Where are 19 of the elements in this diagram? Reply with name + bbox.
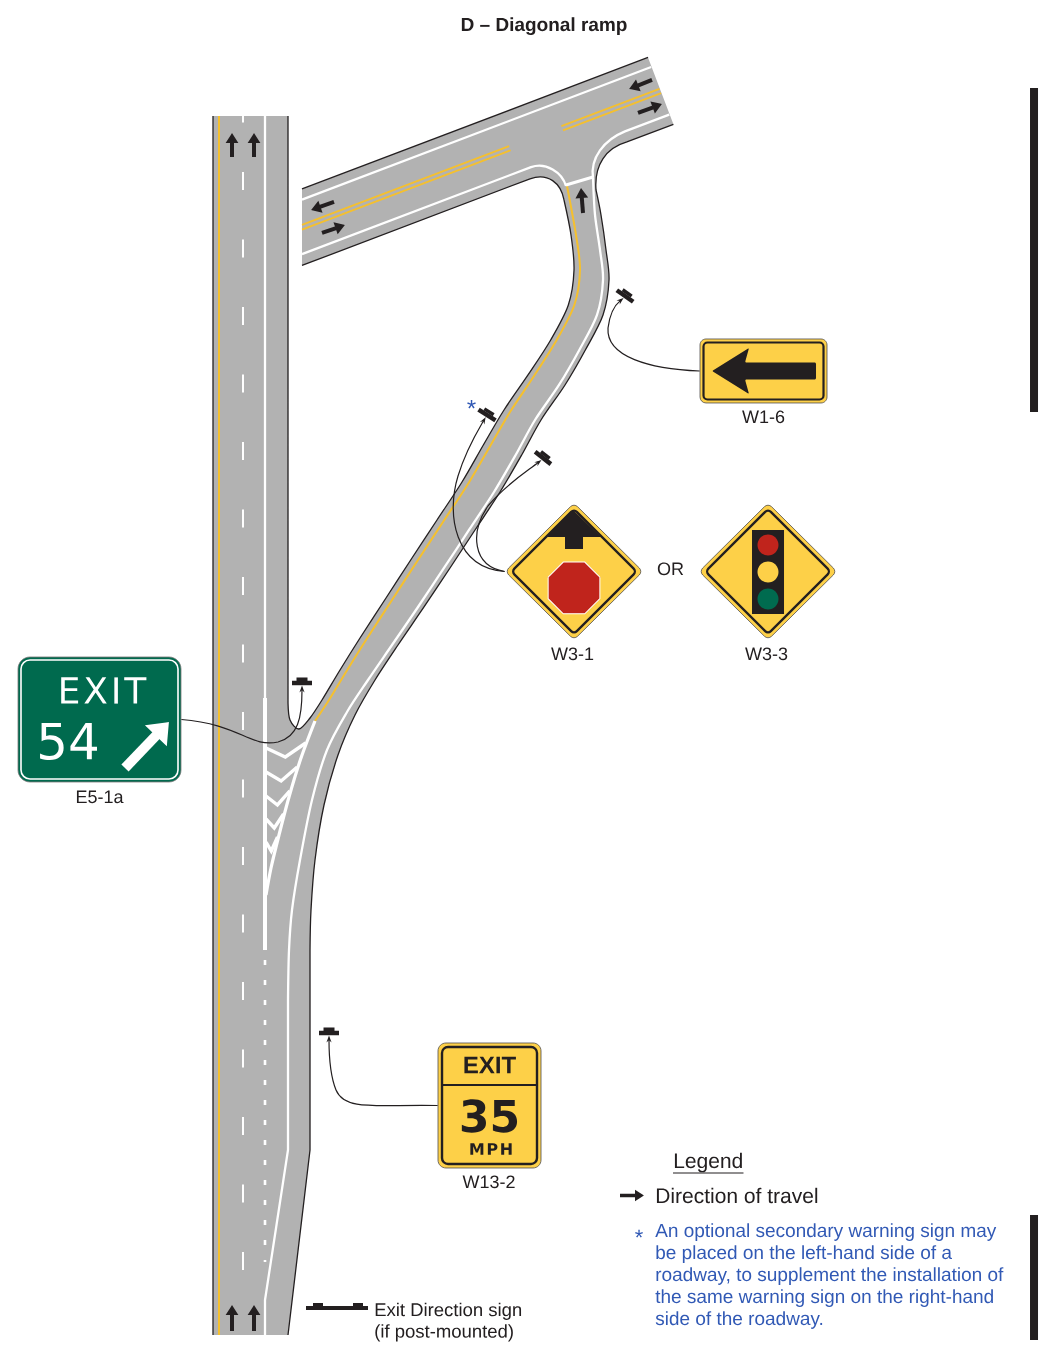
sign-code-label: E5-1a [76, 790, 124, 804]
sign-code-label: W3-3 [745, 647, 788, 661]
title: D – Diagonal ramp [461, 17, 627, 35]
sign-post-symbol [533, 450, 553, 466]
leader-line [607, 298, 701, 372]
speed-sign: EXIT 35 MPH [437, 1042, 542, 1169]
or-label: OR [657, 562, 684, 576]
sign-code-label: W1-6 [742, 410, 785, 424]
asterisk: * [467, 399, 476, 409]
sign-post-symbol [615, 288, 635, 304]
sign-code-label: W13-2 [462, 1175, 515, 1189]
footnote-text: An optional secondary warning sign may be placed on the left-hand side of a roadway, to supplement the installation of the same warning sign on the right-hand side of the roadway. [655, 1223, 1004, 1329]
exit-sign: EXIT 54 [17, 656, 182, 783]
legend-text: Direction of travel [656, 1187, 818, 1204]
sign-code-label: W3-1 [551, 647, 594, 661]
sign-post-symbol [477, 407, 497, 423]
asterisk: * [635, 1229, 643, 1238]
legend-text: Exit Direction sign (if post-mounted) [375, 1302, 522, 1342]
legend-heading: Legend [672, 1152, 745, 1174]
